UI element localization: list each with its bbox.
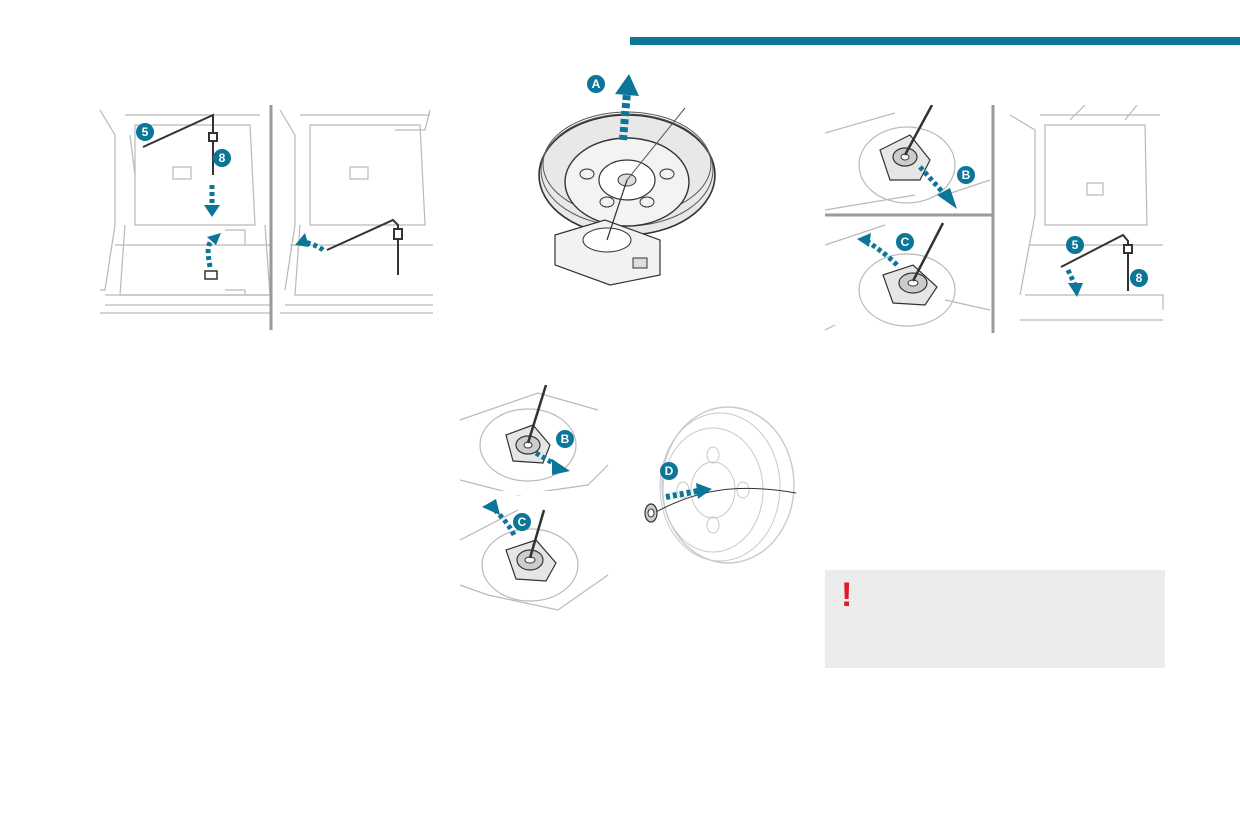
figure-winch-release-illustration: B C 5 8 bbox=[825, 105, 1164, 333]
badge-5-label: 5 bbox=[142, 125, 149, 139]
figure-tool-removal-illustration: 5 8 bbox=[99, 105, 433, 330]
badge-8b bbox=[1130, 269, 1148, 287]
badge-c bbox=[896, 233, 914, 251]
badge-b-label: B bbox=[962, 168, 971, 182]
figure-wheel-refit-illustration: B C D bbox=[459, 385, 797, 611]
exclamation-icon: ! bbox=[841, 576, 853, 614]
figure-tool-removal: 5 8 bbox=[95, 105, 435, 330]
figure-spare-wheel-lift: A bbox=[535, 70, 725, 290]
badge-c2-label: C bbox=[518, 515, 527, 529]
badge-b bbox=[957, 166, 975, 184]
figure-wheel-refit: B C D bbox=[458, 385, 803, 615]
figure-winch-release: B C 5 8 bbox=[825, 105, 1165, 333]
warning-box: ! bbox=[825, 570, 1165, 668]
badge-a bbox=[587, 75, 605, 93]
badge-c2 bbox=[513, 513, 531, 531]
badge-8 bbox=[213, 149, 231, 167]
figure-spare-wheel-lift-illustration: A bbox=[538, 74, 716, 286]
badge-b2 bbox=[556, 430, 574, 448]
badge-c-label: C bbox=[901, 235, 910, 249]
badge-d-label: D bbox=[665, 464, 674, 478]
badge-b2-label: B bbox=[561, 432, 570, 446]
badge-8-label: 8 bbox=[219, 151, 226, 165]
badge-a-label: A bbox=[592, 77, 601, 91]
badge-5b-label: 5 bbox=[1072, 238, 1079, 252]
badge-5 bbox=[136, 123, 154, 141]
header-accent-bar bbox=[630, 37, 1240, 45]
badge-5b bbox=[1066, 236, 1084, 254]
badge-8b-label: 8 bbox=[1136, 271, 1143, 285]
badge-d bbox=[660, 462, 678, 480]
